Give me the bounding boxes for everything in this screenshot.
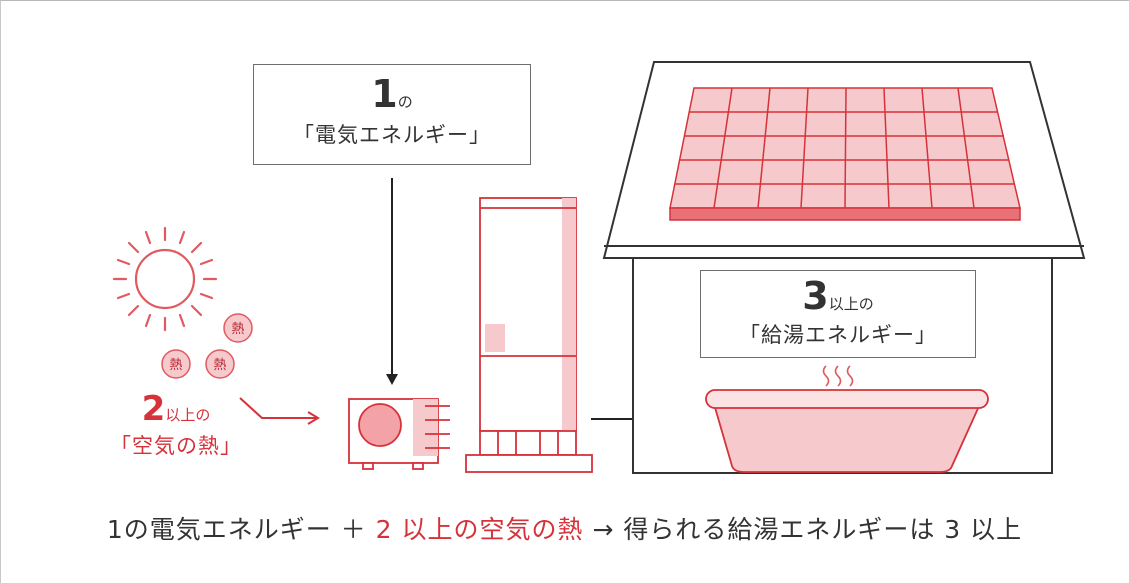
air-heat-number: 2 — [141, 389, 166, 429]
heat-bubble-label: 熱 — [169, 358, 182, 373]
hotwater-energy-box: 3以上の 「給湯エネルギー」 — [700, 270, 976, 358]
electric-energy-box: 1の 「電気エネルギー」 — [253, 64, 531, 165]
heat-bubble: 熱 — [223, 313, 253, 343]
electric-energy-label: 「電気エネルギー」 — [293, 123, 491, 147]
electric-energy-amount: 1の — [254, 75, 530, 113]
sun-icon — [112, 226, 218, 332]
hotwater-energy-label: 「給湯エネルギー」 — [739, 323, 937, 347]
air-heat-label: 2以上の 「空気の熱」 — [96, 390, 256, 460]
summary-caption: 1の電気エネルギー ＋ 2 以上の空気の熱 → 得られる給湯エネルギーは 3 以… — [0, 510, 1129, 546]
heat-bubble: 熱 — [161, 349, 191, 379]
outdoor-unit-icon — [348, 398, 450, 470]
water-tank-icon — [465, 197, 593, 473]
electric-suffix: の — [397, 93, 413, 111]
solar-panel-icon — [669, 87, 1021, 221]
electric-number: 1 — [371, 72, 398, 116]
air-heat-arrow — [239, 397, 320, 425]
air-heat-amount: 2以上の — [96, 390, 256, 428]
hotwater-energy-amount: 3以上の — [701, 277, 975, 315]
heat-bubble-label: 熱 — [231, 322, 244, 337]
hotwater-suffix: 以上の — [828, 295, 874, 313]
air-heat-text: 「空気の熱」 — [110, 434, 242, 458]
air-heat-suffix: 以上の — [165, 406, 211, 424]
caption-air-heat: 2 以上の空気の熱 — [375, 515, 584, 544]
heat-bubble: 熱 — [205, 349, 235, 379]
bathtub-icon — [705, 389, 989, 473]
caption-electric: 1の電気エネルギー ＋ — [106, 515, 376, 544]
caption-result: → 得られる給湯エネルギーは 3 以上 — [583, 515, 1023, 544]
hotwater-number: 3 — [802, 274, 829, 318]
steam-icon — [822, 365, 854, 387]
electric-arrow — [386, 178, 398, 385]
heat-bubble-label: 熱 — [213, 358, 226, 373]
